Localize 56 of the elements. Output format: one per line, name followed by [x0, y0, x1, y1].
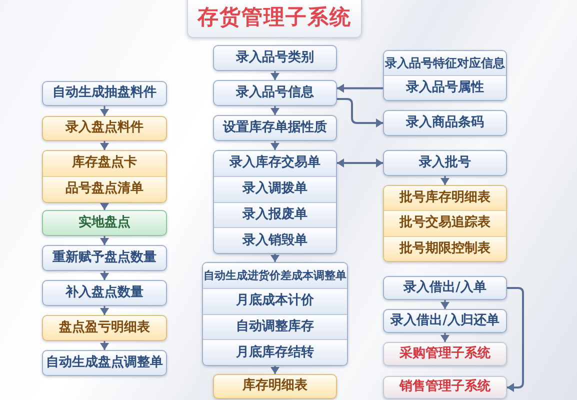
- process-step: 录入调拨单: [214, 176, 336, 202]
- process-step: 批号库存明细表: [384, 186, 506, 210]
- arrow: [270, 71, 280, 80]
- arrow: [270, 141, 280, 150]
- process-box: 销售管理子系统: [383, 376, 507, 399]
- arrow: [440, 333, 450, 342]
- process-step: 录入库存交易单: [214, 151, 336, 176]
- process-box: 录入商品条码: [383, 110, 507, 136]
- process-box: 库存明细表: [213, 374, 337, 399]
- step-group-box: [202, 262, 348, 366]
- process-box: 录入盘点料件: [42, 116, 167, 141]
- step-group-box: [42, 150, 167, 203]
- process-box: 设置库存单据性质: [213, 115, 337, 141]
- step-group-box: [213, 150, 337, 254]
- process-box: 自动生成盘点调整单: [42, 350, 167, 376]
- process-box: 录入借出/入单: [383, 276, 507, 300]
- process-box: 补入盘点数量: [42, 280, 167, 306]
- arrow: [100, 141, 109, 150]
- arrow: [100, 306, 109, 315]
- process-step: 批号交易追踪表: [384, 210, 506, 236]
- arrow: [440, 300, 450, 309]
- process-box: 录入品号类别: [213, 45, 337, 71]
- process-step: 月底库存结转: [203, 339, 347, 365]
- process-box: 盘点盈亏明细表: [42, 315, 167, 341]
- process-step: 库存盘点卡: [43, 151, 166, 176]
- arrow: [100, 341, 109, 350]
- arrow: [270, 106, 280, 115]
- arrow: [270, 254, 280, 262]
- process-box: 重新赋予盘点数量: [42, 245, 167, 271]
- process-box: 录入批号: [383, 150, 507, 176]
- arrow: [100, 203, 109, 210]
- arrow: [100, 271, 109, 280]
- step-group-box: [383, 185, 507, 262]
- arrow: [440, 176, 450, 185]
- step-group-box: [383, 50, 507, 101]
- arrow: [270, 366, 280, 374]
- arrow: [100, 106, 109, 116]
- title: 存货管理子系统: [187, 0, 362, 38]
- process-step: 录入品号属性: [384, 75, 506, 100]
- process-box: 实地盘点: [42, 210, 167, 236]
- process-step: 批号期限控制表: [384, 236, 506, 261]
- process-step: 自动生成进货价差成本调整单: [203, 263, 347, 288]
- arrow: [100, 236, 109, 245]
- process-step: 品号盘点清单: [43, 176, 166, 202]
- double-arrow: [337, 158, 383, 168]
- process-box: 采购管理子系统: [383, 342, 507, 366]
- process-step: 月底成本计价: [203, 288, 347, 314]
- connector-arrow: [337, 98, 383, 128]
- process-box: 自动生成抽盘料件: [42, 81, 167, 106]
- process-step: 录入品号特征对应信息: [384, 51, 506, 75]
- process-box: 录入品号信息: [213, 80, 337, 106]
- process-step: 自动调整库存: [203, 314, 347, 340]
- process-step: 录入销毁单: [214, 227, 336, 253]
- connector-arrow: [337, 84, 383, 93]
- process-step: 录入报废单: [214, 202, 336, 228]
- process-box: 录入借出/入归还单: [383, 309, 507, 333]
